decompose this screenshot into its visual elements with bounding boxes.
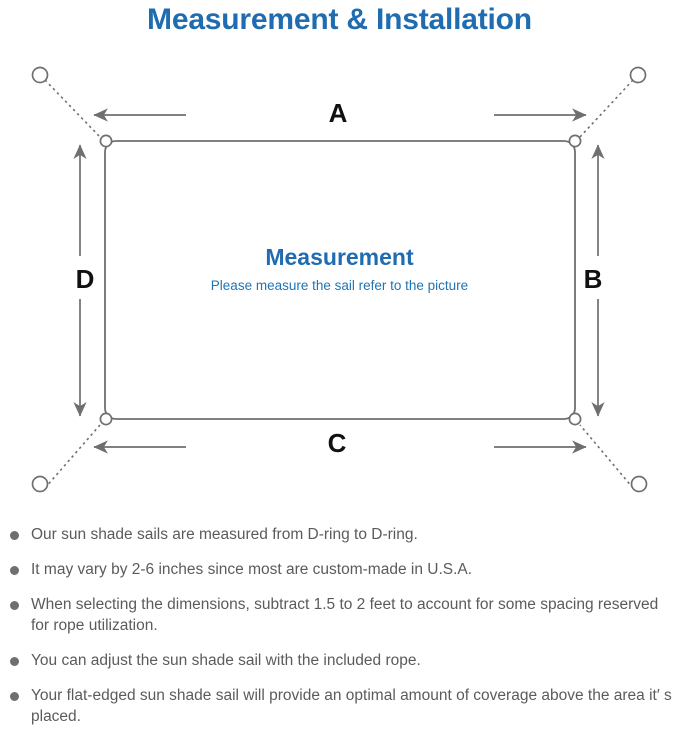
diagram-center-heading: Measurement (265, 244, 414, 270)
sail-body (104, 140, 576, 420)
page-title: Measurement & Installation (147, 3, 532, 36)
list-item: When selecting the dimensions, subtract … (0, 594, 679, 636)
bullet-icon (10, 531, 19, 540)
list-item-text: It may vary by 2-6 inches since most are… (31, 561, 473, 578)
notes-list: Our sun shade sails are measured from D-… (0, 524, 679, 741)
anchor-point-top-right (629, 66, 647, 84)
list-item: It may vary by 2-6 inches since most are… (0, 559, 679, 580)
anchor-point-bottom-right (630, 475, 648, 493)
rope-lines-group (44, 79, 634, 489)
dimension-label-a: A (318, 99, 358, 127)
anchor-point-top-left (31, 66, 49, 84)
bullet-icon (10, 657, 19, 666)
rope-line-top-right (579, 79, 634, 138)
d-ring-top-right (568, 134, 582, 148)
diagram-svg (31, 66, 648, 493)
bullet-icon (10, 566, 19, 575)
d-ring-top-left (99, 134, 113, 148)
bullet-icon (10, 601, 19, 610)
bullet-icon (10, 692, 19, 701)
list-item-text: When selecting the dimensions, subtract … (31, 596, 659, 634)
dimension-label-d: D (70, 265, 100, 293)
diagram-center-subtext: Please measure the sail refer to the pic… (210, 278, 469, 293)
list-item-text: Your flat-edged sun shade sail will prov… (31, 687, 672, 725)
rope-line-bottom-right (579, 424, 634, 489)
dimension-label-c: C (317, 429, 357, 457)
rope-line-top-left (44, 79, 101, 138)
anchor-point-bottom-left (31, 475, 49, 493)
list-item: Your flat-edged sun shade sail will prov… (0, 685, 679, 727)
list-item: Our sun shade sails are measured from D-… (0, 524, 679, 545)
measurement-diagram (0, 44, 679, 514)
dimension-label-b: B (578, 265, 608, 293)
list-item-text: Our sun shade sails are measured from D-… (31, 526, 418, 543)
list-item: You can adjust the sun shade sail with t… (0, 650, 679, 671)
d-rings-group (99, 134, 582, 426)
anchor-points-group (31, 66, 648, 493)
d-ring-bottom-left (99, 412, 113, 426)
rope-line-bottom-left (44, 424, 101, 489)
d-ring-bottom-right (568, 412, 582, 426)
list-item-text: You can adjust the sun shade sail with t… (31, 652, 421, 669)
